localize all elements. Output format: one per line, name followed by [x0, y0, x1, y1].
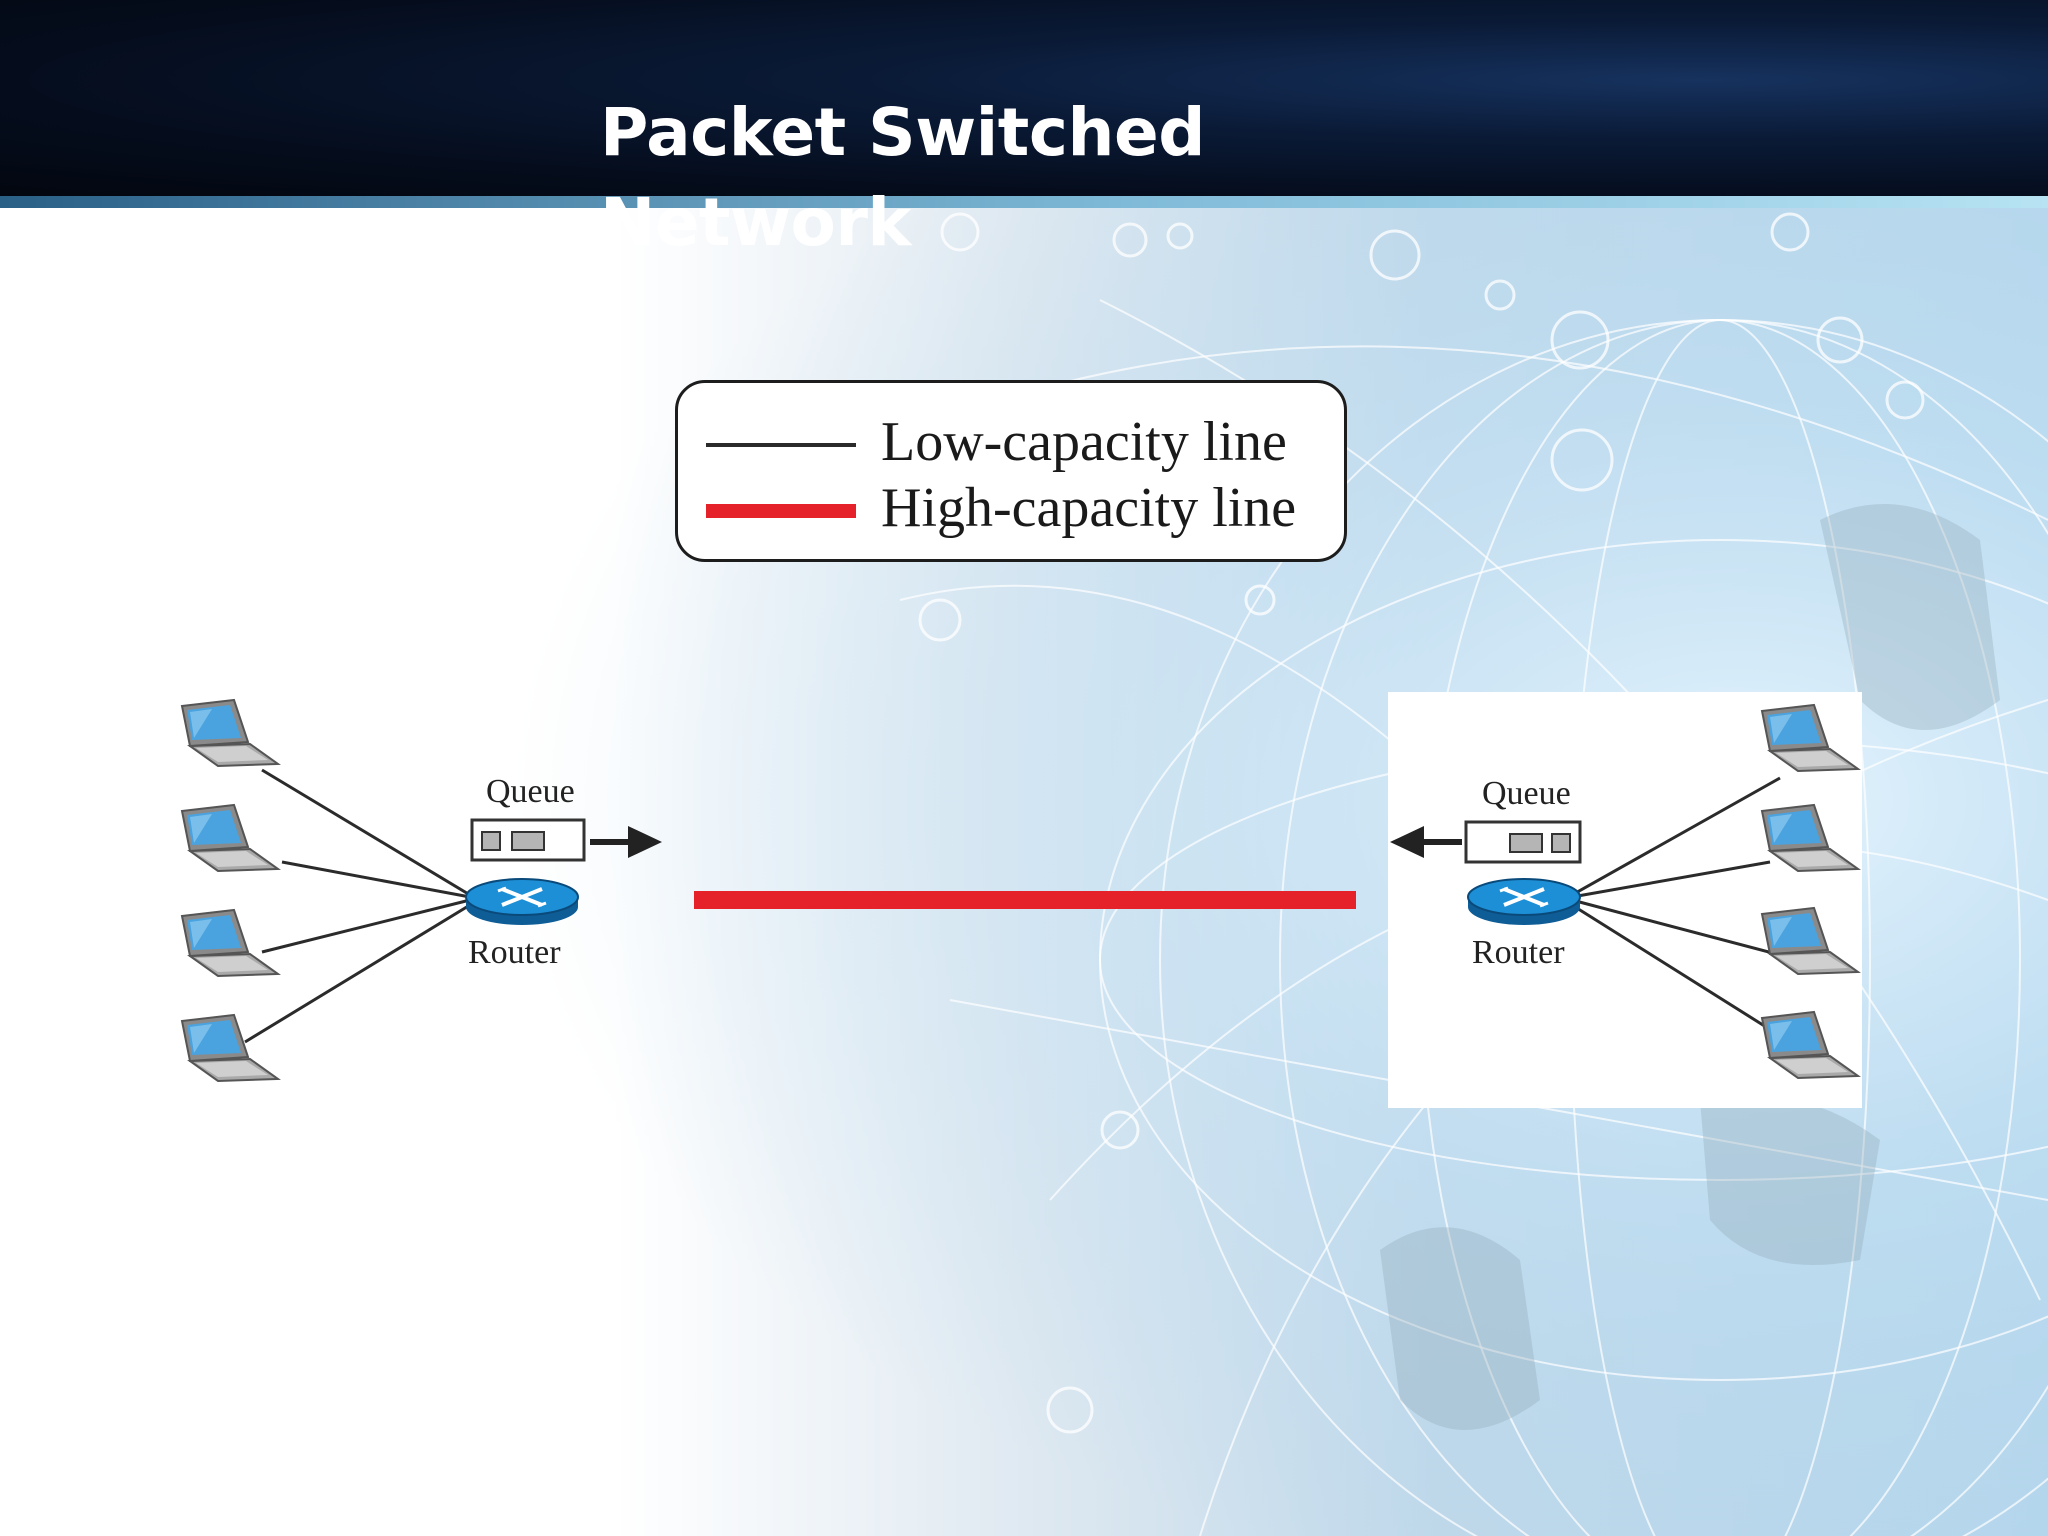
low-capacity-line-sample: [706, 443, 856, 447]
high-capacity-link: [694, 891, 1356, 909]
right-router-label: Router: [1472, 934, 1565, 971]
laptop-icon: [1761, 804, 1859, 872]
laptop-icon: [1761, 704, 1859, 772]
high-capacity-line-sample: [706, 504, 856, 518]
laptop-icon: [181, 804, 279, 872]
laptop-icon: [181, 1014, 279, 1082]
high-capacity-label: High-capacity line: [881, 477, 1297, 539]
header-accent-line: [0, 196, 2048, 208]
header-band: [0, 0, 2048, 200]
laptop-icon: [1761, 907, 1859, 975]
left-low-capacity-links: [244, 768, 471, 1044]
slide-title: Packet Switched Network: [600, 94, 1205, 261]
arrow-right-icon: [590, 826, 662, 858]
laptop-icon: [181, 699, 279, 767]
router-icon: [464, 877, 580, 927]
laptop-icon: [1761, 1011, 1859, 1079]
laptop-icon: [181, 909, 279, 977]
legend-box: Low-capacity line High-capacity line: [675, 380, 1347, 562]
queue-icon: [1464, 820, 1582, 864]
router-icon: [1466, 877, 1582, 927]
low-capacity-label: Low-capacity line: [881, 411, 1287, 473]
right-queue-label: Queue: [1482, 775, 1571, 812]
left-router-label: Router: [468, 934, 561, 971]
left-queue-label: Queue: [486, 773, 575, 810]
arrow-left-icon: [1390, 826, 1462, 858]
right-low-capacity-links: [1571, 776, 1791, 1044]
queue-icon: [470, 818, 586, 862]
